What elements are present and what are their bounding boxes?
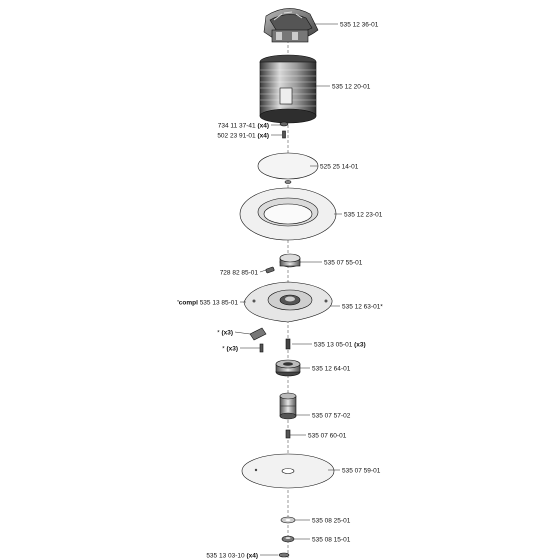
label-compl-535-13-85-01: 'compl 535 13 85-01 [177,300,238,307]
part-labels: 535 12 36-01 535 12 20-01 734 11 37-41 (… [177,22,383,560]
cylinder-body-part [259,54,317,124]
label-535-07-57-02: 535 07 57-02 [312,413,351,420]
bearing-stack-part [279,392,297,420]
screw-part-16 [285,429,291,439]
washer-part [280,516,296,524]
hub-part [279,253,301,268]
label-502-23-91-01: 502 23 91-01 (x4) [217,133,269,140]
label-535-12-20-01: 535 12 20-01 [332,84,371,91]
chassis-plate-part [243,281,333,323]
label-star-x3-screw: * (x3) [222,346,238,353]
blade-disc-part [241,453,335,489]
blade-part [249,327,267,341]
label-535-13-05-01: 535 13 05-01 (x3) [314,342,366,349]
label-535-12-64-01: 535 12 64-01 [312,366,351,373]
pin-part [265,266,275,274]
screw-part-20 [278,552,290,558]
gasket-disc-part [257,152,319,180]
label-535-07-60-01: 535 07 60-01 [308,433,347,440]
label-star-x3-blade: * (x3) [217,330,233,337]
screw-part-4 [282,130,286,139]
screw-part-13 [285,338,291,350]
screw-part-3 [279,121,289,127]
leader-lines [234,23,342,556]
label-535-13-03-10: 535 13 03-10 (x4) [206,553,258,560]
flange-ring-part [239,187,337,241]
label-525-25-14-01: 525 25 14-01 [320,164,359,171]
label-734-11-37-41: 734 11 37-41 (x4) [218,123,269,130]
motor-top-part [263,8,319,43]
label-728-82-85-01: 728 82 85-01 [220,270,259,277]
label-535-12-23-01: 535 12 23-01 [344,212,383,219]
label-535-07-55-01: 535 07 55-01 [324,260,363,267]
label-535-07-59-01: 535 07 59-01 [342,468,381,475]
label-535-08-25-01: 535 08 25-01 [312,518,351,525]
bearing-part [275,359,301,377]
label-535-12-63-01: 535 12 63-01* [342,304,383,311]
nut-part [281,535,295,543]
label-535-08-15-01: 535 08 15-01 [312,537,351,544]
blade-screw-part [259,343,264,353]
label-535-12-36-01: 535 12 36-01 [340,22,379,29]
